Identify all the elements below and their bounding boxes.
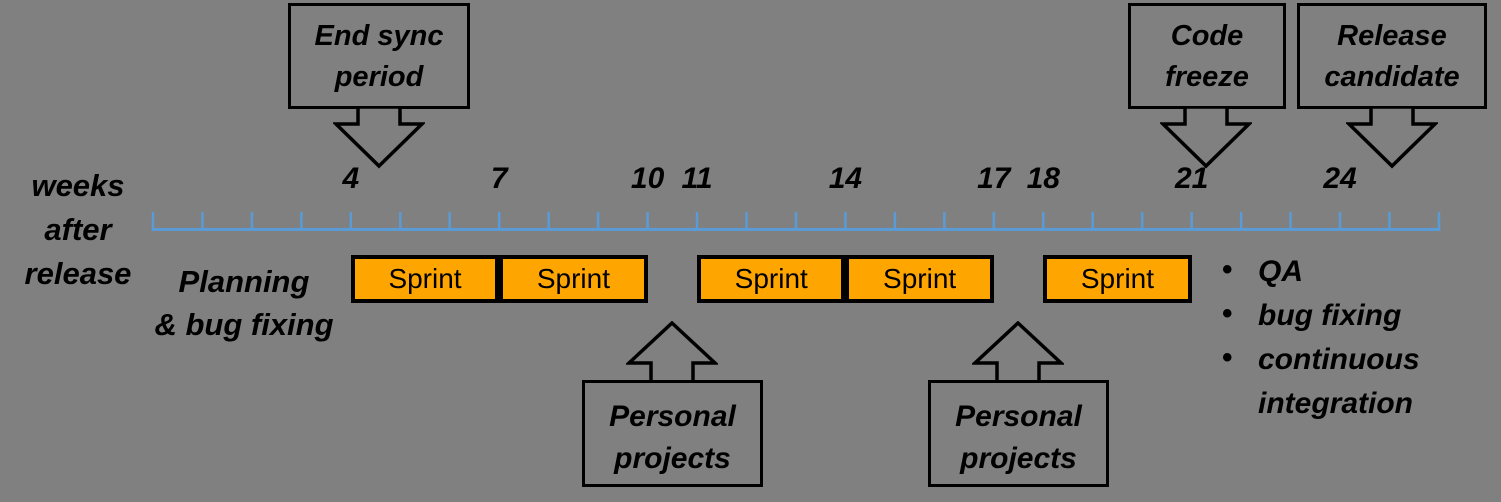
up-arrow-icon [972,321,1064,383]
personal-projects-line: Personal [955,400,1082,433]
week-label: 11 [681,162,713,195]
timeline-axis [151,212,1441,231]
bullet-icon: • [1222,297,1233,330]
down-arrow-icon [333,107,425,169]
axis-caption-line: after [44,212,112,247]
sprint-box: Sprint [1043,255,1192,303]
phase-planning-line: Planning [178,264,310,299]
week-label: 21 [1174,162,1209,195]
bullet-icon: • [1222,341,1233,374]
week-label: 10 [630,162,665,195]
final-phase-list: • QA • bug fixing • continuous integrati… [1222,250,1480,426]
callout-label-line: freeze [1165,61,1249,93]
sprint-box: Sprint [350,255,500,303]
axis-caption: weeks after release [8,164,148,296]
week-label: 4 [342,162,360,195]
week-label: 24 [1323,162,1357,195]
personal-projects-box: Personal projects [582,380,763,487]
personal-projects-box: Personal projects [928,380,1109,487]
bullet-icon: • [1222,253,1233,286]
callout-release-candidate: Release candidate [1297,3,1487,109]
axis-caption-line: weeks [31,168,125,203]
phase-planning-label: Planning & bug fixing [144,260,344,346]
list-item-label: continuous integration [1258,343,1420,420]
list-item: • QA [1222,250,1480,294]
sprint-label: Sprint [536,263,610,294]
sprint-label: Sprint [388,263,462,294]
callout-label-line: candidate [1324,61,1460,93]
callout-code-freeze: Code freeze [1128,3,1286,109]
sprint-box: Sprint [845,255,994,303]
callout-label-line: period [334,61,424,93]
sprint-box: Sprint [697,255,846,303]
callout-end-sync-period: End sync period [288,3,470,109]
personal-projects-line: projects [614,442,731,475]
down-arrow-icon [1346,107,1438,169]
sprint-label: Sprint [734,263,808,294]
personal-projects-line: Personal [609,400,736,433]
up-arrow-icon [626,321,718,383]
week-label: 7 [490,162,508,195]
list-item: • continuous integration [1222,338,1480,426]
sprint-label: Sprint [1080,263,1155,294]
list-item-label: bug fixing [1258,299,1402,332]
list-item: • bug fixing [1222,294,1480,338]
callout-label-line: Code [1170,20,1244,52]
axis-caption-line: release [24,256,132,291]
phase-planning-line: & bug fixing [154,307,334,342]
list-item-label: QA [1258,255,1303,288]
week-label: 18 [1026,162,1060,195]
callout-label-line: End sync [314,20,444,52]
sprint-label: Sprint [883,263,957,294]
sprint-box: Sprint [499,255,648,303]
down-arrow-icon [1160,107,1252,169]
callout-label-line: Release [1337,20,1447,52]
week-label: 14 [828,162,863,195]
week-label: 17 [977,162,1011,195]
personal-projects-line: projects [960,442,1077,475]
